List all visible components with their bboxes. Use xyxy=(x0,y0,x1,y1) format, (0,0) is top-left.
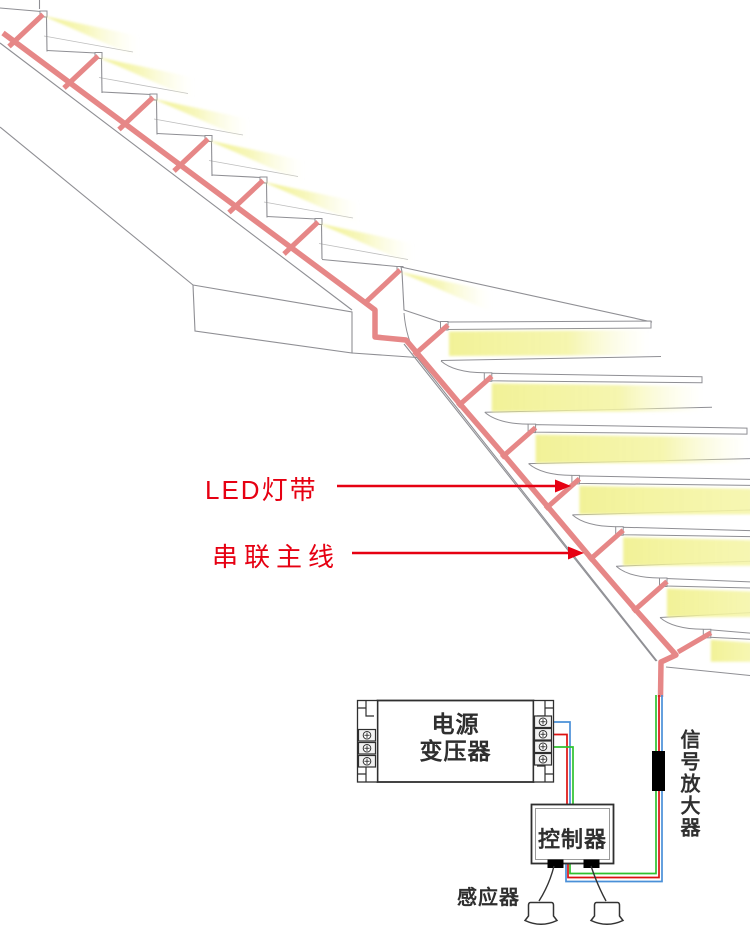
transformer-label: 电源 变压器 xyxy=(378,711,533,765)
controller-label: 控制器 xyxy=(537,827,607,852)
transformer-label-line2: 变压器 xyxy=(419,738,492,764)
controller-box xyxy=(530,803,615,865)
led-strip-label: LED灯带 xyxy=(205,475,318,505)
sensor-left xyxy=(523,901,559,925)
sensor-label: 感应器 xyxy=(457,887,520,909)
label-arrows xyxy=(337,479,584,560)
stair-light-glow xyxy=(44,16,750,662)
wiring xyxy=(551,695,665,883)
controller-port-left xyxy=(547,859,564,868)
transformer-label-line1: 电源 xyxy=(431,711,480,737)
transformer-body xyxy=(376,699,535,783)
components xyxy=(356,699,625,925)
controller-port-right xyxy=(583,859,600,868)
sensor-right xyxy=(589,901,625,925)
signal-amplifier-box xyxy=(652,751,665,791)
led-strips-and-main-line xyxy=(1,12,713,698)
series-main-line-label: 串联主线 xyxy=(212,542,341,572)
signal-amplifier-label: 信号放大器 xyxy=(677,729,699,839)
stair-outlines xyxy=(0,0,750,676)
